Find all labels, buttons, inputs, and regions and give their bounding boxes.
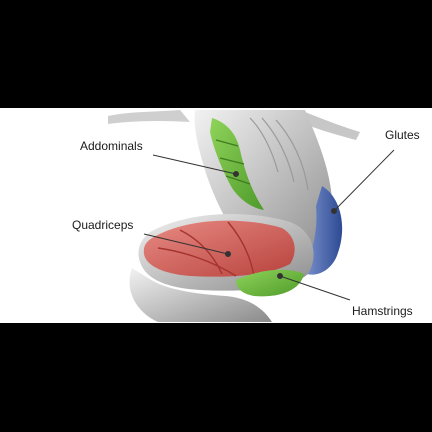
quadriceps-muscle — [143, 220, 295, 277]
abdominals-label: Addominals — [80, 139, 143, 153]
ab-segments — [215, 139, 251, 185]
abdominal-muscle — [210, 118, 264, 210]
left-arm — [108, 110, 190, 124]
glutes-label: Glutes — [385, 128, 420, 142]
right-arm — [296, 110, 360, 140]
hamstrings-leader-line — [279, 275, 351, 301]
quadriceps-leader-line — [143, 233, 229, 255]
hamstrings-label: Hamstrings — [352, 304, 413, 318]
torso-ridges — [249, 117, 309, 191]
hamstring-muscle — [236, 269, 304, 297]
abdominals-leader-dot — [233, 171, 239, 177]
hamstrings-leader-dot — [277, 273, 283, 279]
leader-lines — [143, 149, 395, 301]
top-black-bar — [0, 0, 432, 108]
glutes-leader-line — [333, 149, 395, 212]
bottom-black-bar — [0, 323, 432, 432]
abdominals-leader-line — [152, 154, 237, 175]
knee-lower-leg — [129, 268, 272, 322]
glutes-leader-dot — [331, 208, 337, 214]
quadriceps-label: Quadriceps — [72, 218, 134, 232]
quadriceps-leader-dot — [225, 251, 231, 257]
